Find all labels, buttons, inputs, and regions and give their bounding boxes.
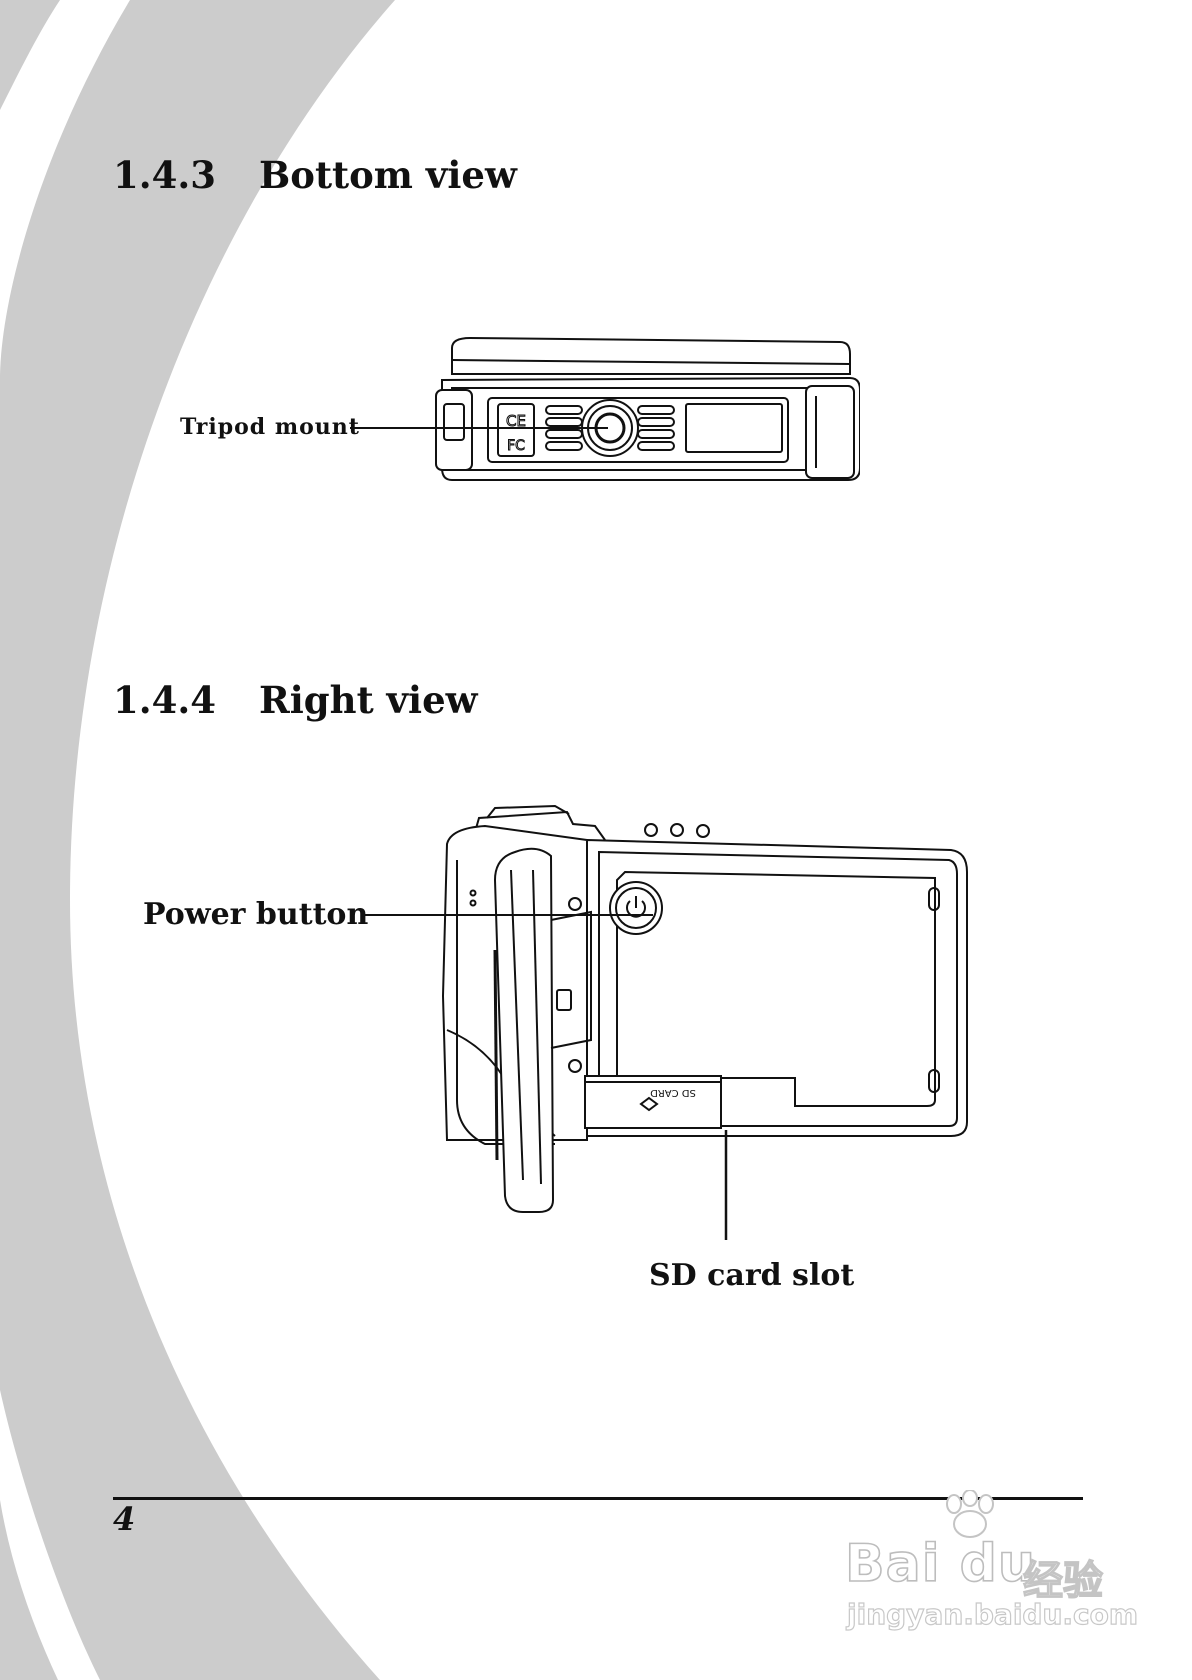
page-number: 4	[113, 1500, 136, 1538]
section-number: 1.4.4	[113, 678, 216, 722]
callout-leader-tripod	[350, 427, 608, 429]
callout-tripod-mount: Tripod mount	[180, 414, 360, 440]
camera-bottom-view-illustration: CE FC	[435, 336, 860, 481]
callout-sd-card-slot: SD card slot	[649, 1258, 855, 1293]
callout-leader-sd	[724, 1130, 728, 1240]
sd-card-marking: SD CARD	[650, 1087, 696, 1098]
baidu-watermark: Bai du 经验 jingyan.baidu.com	[844, 1490, 1139, 1640]
section-heading-right-view: 1.4.4 Right view	[113, 678, 478, 722]
watermark-brand: Bai du	[844, 1533, 1036, 1595]
watermark-chinese: 经验	[1022, 1557, 1103, 1604]
svg-text:CE: CE	[506, 412, 526, 430]
watermark-url: jingyan.baidu.com	[846, 1597, 1139, 1631]
section-title: Right view	[259, 678, 478, 722]
section-number: 1.4.3	[113, 153, 216, 197]
section-title: Bottom view	[259, 153, 517, 197]
callout-leader-power	[365, 914, 653, 916]
camera-right-view-illustration: SD CARD	[441, 804, 968, 1213]
footer-rule	[113, 1497, 1083, 1500]
paw-icon	[946, 1490, 994, 1538]
section-heading-bottom-view: 1.4.3 Bottom view	[113, 153, 517, 197]
callout-power-button: Power button	[143, 897, 369, 932]
svg-text:FC: FC	[507, 438, 525, 454]
